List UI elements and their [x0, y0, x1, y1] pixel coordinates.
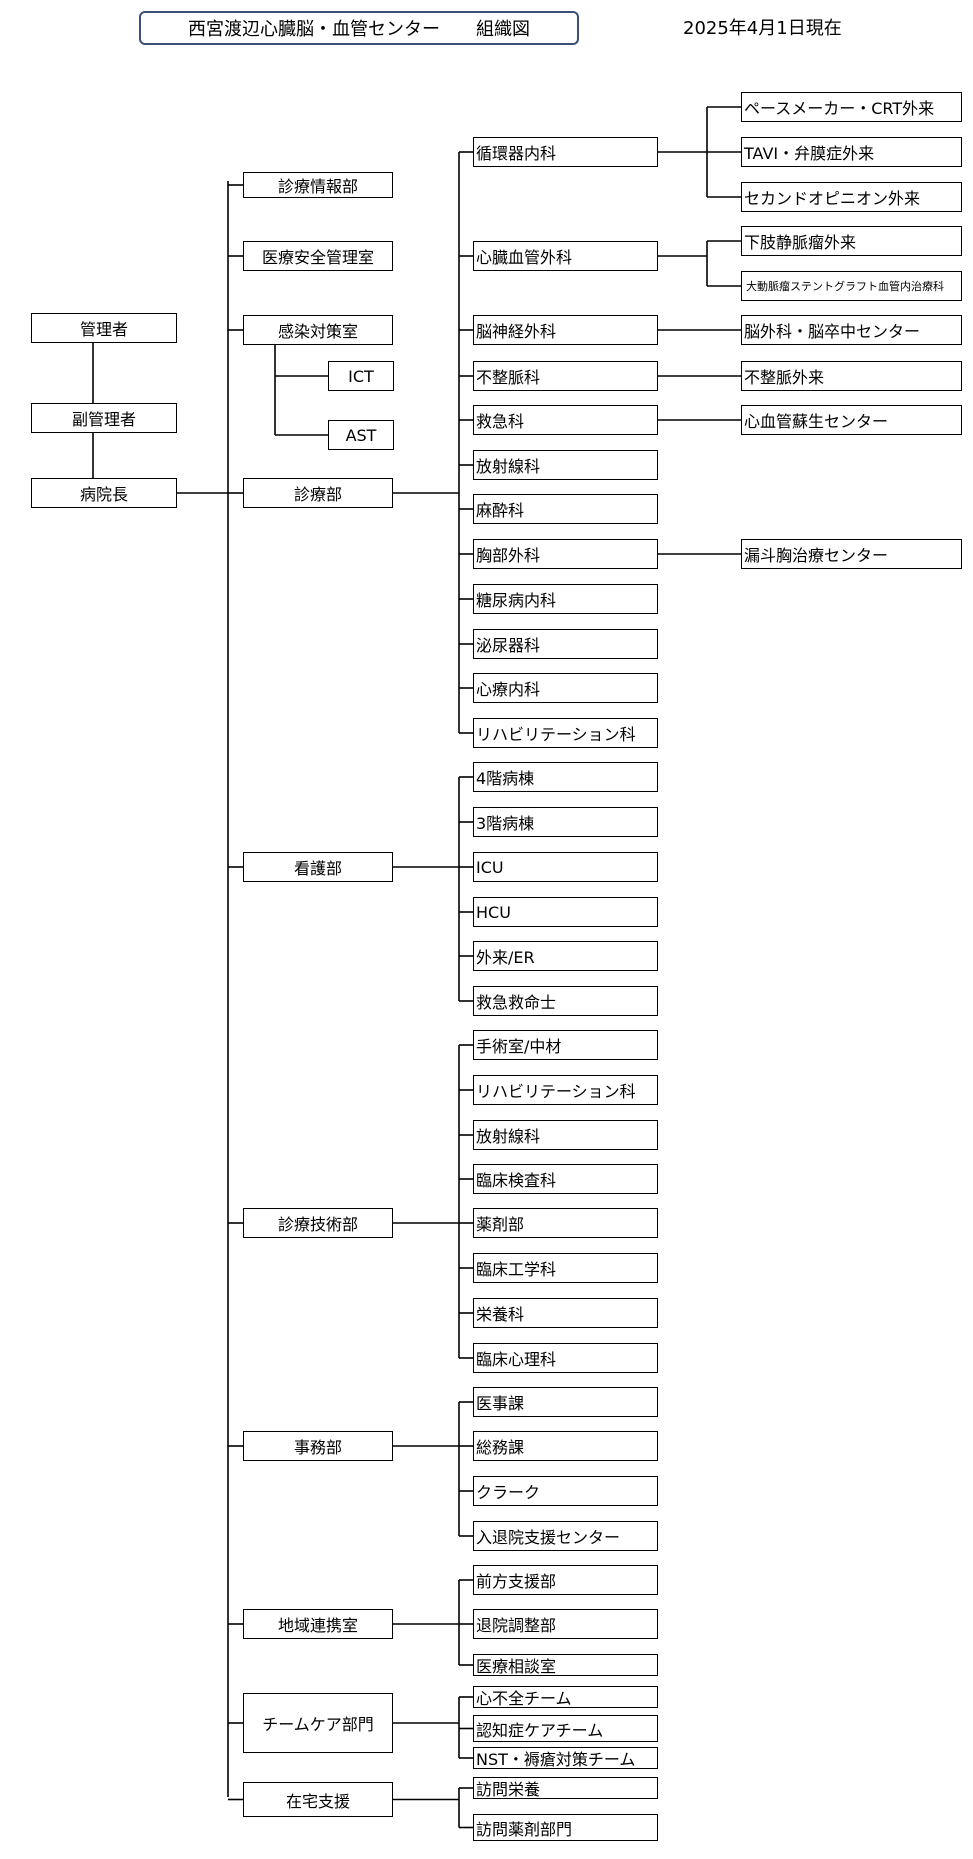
box-shinryobu-child-8: 糖尿病内科: [473, 584, 658, 614]
box-shinryobu-child-10: 心療内科: [473, 673, 658, 703]
box-jimubu: 事務部: [243, 1431, 393, 1461]
box-gijutsubu-child-7: 臨床心理科: [473, 1343, 658, 1373]
box-team-care-child-2: NST・褥瘡対策チーム: [473, 1747, 658, 1769]
box-team-care: チームケア部門: [243, 1693, 393, 1753]
box-shinryobu-child-5: 放射線科: [473, 450, 658, 480]
box-shinzo-child-1: 大動脈瘤ステントグラフト血管内治療科: [741, 271, 962, 301]
box-kangobu-child-5: 救急救命士: [473, 986, 658, 1016]
box-shinryo-joho: 診療情報部: [243, 172, 393, 198]
box-zaitaku-child-1: 訪問薬剤部門: [473, 1814, 658, 1841]
box-gijutsubu-child-2: 放射線科: [473, 1120, 658, 1150]
box-chiiki-child-0: 前方支援部: [473, 1565, 658, 1595]
box-chiiki-child-2: 医療相談室: [473, 1654, 658, 1676]
box-kansen: 感染対策室: [243, 315, 393, 345]
box-ast: AST: [328, 420, 394, 450]
box-shinryobu-child-7: 胸部外科: [473, 539, 658, 569]
box-kangobu-child-0: 4階病棟: [473, 762, 658, 792]
box-iryo-anzen: 医療安全管理室: [243, 241, 393, 271]
box-kyukyu-child: 心血管蘇生センター: [741, 405, 962, 435]
box-byoincho: 病院長: [31, 478, 177, 508]
box-kyobu-child: 漏斗胸治療センター: [741, 539, 962, 569]
box-shinryobu-child-6: 麻酔科: [473, 494, 658, 524]
box-shinryobu-child-11: リハビリテーション科: [473, 718, 658, 748]
box-kangobu: 看護部: [243, 852, 393, 882]
box-shinryobu-child-3: 不整脈科: [473, 361, 658, 391]
box-jimubu-child-2: クラーク: [473, 1476, 658, 1506]
box-team-care-child-1: 認知症ケアチーム: [473, 1715, 658, 1742]
box-jimubu-child-1: 総務課: [473, 1431, 658, 1461]
box-kangobu-child-1: 3階病棟: [473, 807, 658, 837]
box-gijutsubu-child-0: 手術室/中材: [473, 1030, 658, 1060]
box-kangobu-child-2: ICU: [473, 852, 658, 882]
box-shinryobu-child-4: 救急科: [473, 405, 658, 435]
box-gijutsubu-child-4: 薬剤部: [473, 1208, 658, 1238]
box-shinryobu-child-9: 泌尿器科: [473, 629, 658, 659]
chart-title: 西宮渡辺心臓脳・血管センター 組織図: [139, 11, 579, 45]
box-ict: ICT: [328, 361, 394, 391]
box-shinryobu-child-1: 心臓血管外科: [473, 241, 658, 271]
box-jimubu-child-3: 入退院支援センター: [473, 1521, 658, 1551]
box-shinryobu: 診療部: [243, 478, 393, 508]
box-fuseimyaku-child: 不整脈外来: [741, 361, 962, 391]
box-jyunkanki-child-0: ペースメーカー・CRT外来: [741, 92, 962, 122]
as-of-date: 2025年4月1日現在: [683, 18, 842, 39]
box-noshinkei-child: 脳外科・脳卒中センター: [741, 315, 962, 345]
box-zaitaku: 在宅支援: [243, 1782, 393, 1817]
box-chiiki: 地域連携室: [243, 1609, 393, 1639]
box-gijutsubu-child-1: リハビリテーション科: [473, 1075, 658, 1105]
box-gijutsubu-child-6: 栄養科: [473, 1298, 658, 1328]
box-gijutsubu-child-3: 臨床検査科: [473, 1164, 658, 1194]
box-zaitaku-child-0: 訪問栄養: [473, 1777, 658, 1799]
box-fuku-kanrisha: 副管理者: [31, 403, 177, 433]
box-shinzo-child-0: 下肢静脈瘤外来: [741, 226, 962, 256]
box-gijutsubu-child-5: 臨床工学科: [473, 1253, 658, 1283]
box-shinryobu-child-0: 循環器内科: [473, 137, 658, 167]
box-jyunkanki-child-2: セカンドオピニオン外来: [741, 182, 962, 212]
box-jimubu-child-0: 医事課: [473, 1387, 658, 1417]
box-team-care-child-0: 心不全チーム: [473, 1686, 658, 1708]
box-kangobu-child-4: 外来/ER: [473, 941, 658, 971]
box-shinryobu-child-2: 脳神経外科: [473, 315, 658, 345]
box-gijutsubu: 診療技術部: [243, 1208, 393, 1238]
box-kangobu-child-3: HCU: [473, 897, 658, 927]
box-chiiki-child-1: 退院調整部: [473, 1609, 658, 1639]
box-kanrisha: 管理者: [31, 313, 177, 343]
box-jyunkanki-child-1: TAVI・弁膜症外来: [741, 137, 962, 167]
